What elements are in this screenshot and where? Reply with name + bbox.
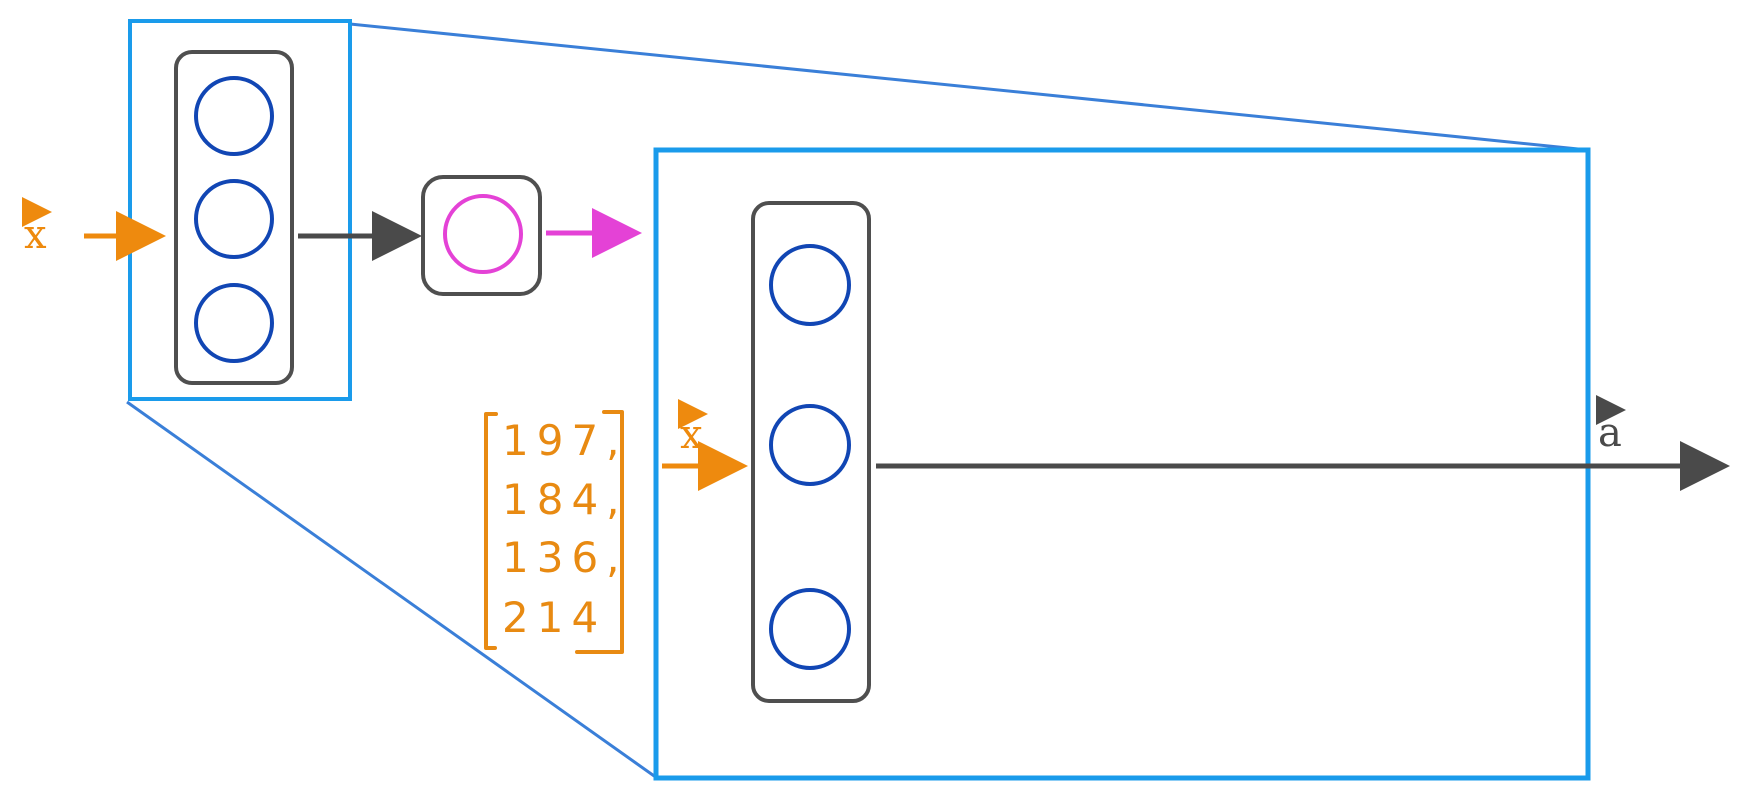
zoomed-layer-box <box>751 201 871 703</box>
handwritten-value-3: 136, <box>502 533 628 582</box>
small-layer-2-neuron <box>443 194 523 274</box>
zoom-connector-bottom <box>126 400 658 780</box>
small-input-label: x <box>24 212 47 258</box>
zoom-source-box <box>128 19 352 401</box>
handwritten-value-1: 197, <box>502 416 628 465</box>
handwritten-value-4: 214 <box>502 593 606 642</box>
small-layer-2-box <box>421 175 542 296</box>
small-layer-1-neuron-1 <box>194 76 274 156</box>
zoomed-input-label: x <box>680 412 703 458</box>
small-layer-1-box <box>174 50 294 385</box>
handwritten-left-bracket <box>484 412 498 650</box>
zoomed-output-label: a <box>1598 410 1622 456</box>
zoomed-layer-neuron-3 <box>769 588 851 670</box>
handwritten-right-bracket <box>575 410 624 654</box>
zoomed-layer-neuron-2 <box>769 404 851 486</box>
small-layer-1-neuron-2 <box>194 179 274 259</box>
small-layer-1-neuron-3 <box>194 283 274 363</box>
zoom-connector-top <box>349 22 1589 152</box>
handwritten-value-2: 184, <box>502 475 628 524</box>
zoomed-layer-neuron-1 <box>769 244 851 326</box>
